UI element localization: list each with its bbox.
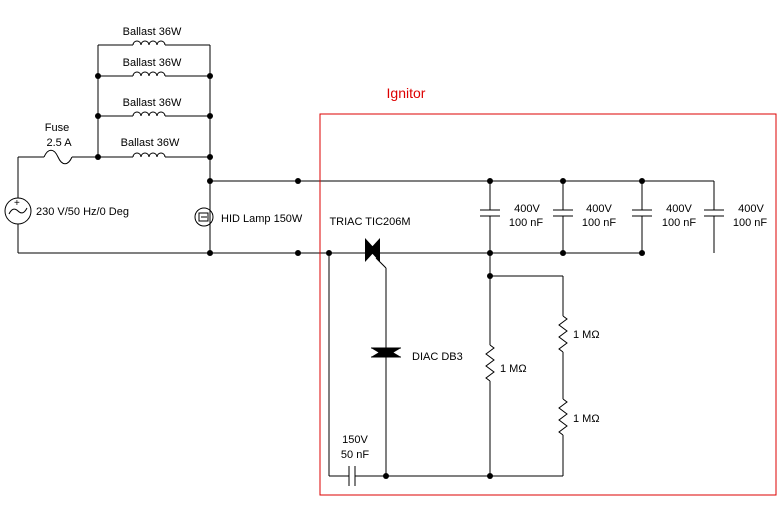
timing-capacitor-voltage: 150V: [342, 434, 368, 446]
fuse-rating: 2.5 A: [46, 137, 72, 149]
ballast-4-label: Ballast 36W: [121, 137, 180, 149]
inductor-icon: [132, 152, 166, 158]
timing-capacitor-value: 50 nF: [341, 449, 369, 461]
ballast-2-label: Ballast 36W: [123, 57, 182, 69]
lamp-icon: [194, 207, 214, 227]
capacitor-4-value: 100 nF: [733, 217, 768, 229]
capacitor-3-voltage: 400V: [666, 203, 692, 215]
fuse-label: Fuse: [45, 122, 69, 134]
capacitor-2-value: 100 nF: [582, 217, 617, 229]
ballast-4: Ballast 36W: [98, 137, 210, 158]
hid-lamp: HID Lamp 150W: [194, 207, 303, 227]
capacitor-3: 400V 100 nF: [632, 181, 696, 253]
diac-label: DIAC DB3: [412, 351, 463, 363]
resistor-1-label: 1 MΩ: [500, 363, 527, 375]
resistor-3-icon: [558, 398, 568, 436]
ac-source: + 230 V/50 Hz/0 Deg: [4, 157, 129, 253]
capacitor-1: 400V 100 nF: [480, 181, 543, 253]
ballast-2: Ballast 36W: [98, 57, 210, 77]
ignitor-border: [319, 113, 777, 496]
ignitor-box: Ignitor: [319, 85, 777, 496]
resistor-2-icon: [558, 315, 568, 353]
triac-label: TRIAC TIC206M: [329, 216, 410, 228]
resistor-3-label: 1 MΩ: [573, 413, 600, 425]
ignitor-title: Ignitor: [387, 85, 426, 101]
source-label: 230 V/50 Hz/0 Deg: [36, 206, 129, 218]
triac: TRIAC TIC206M: [329, 216, 411, 269]
ballast-3-label: Ballast 36W: [123, 97, 182, 109]
diac: DIAC DB3: [371, 268, 463, 476]
timing-capacitor: 150V 50 nF: [328, 253, 563, 486]
fuse: Fuse 2.5 A: [18, 122, 98, 165]
capacitor-2: 400V 100 nF: [553, 181, 616, 253]
fuse-icon: [43, 149, 73, 165]
capacitor-1-value: 100 nF: [509, 217, 544, 229]
ballast-bank: Ballast 36W Ballast 36W Ballast 36W Ball…: [95, 26, 213, 253]
capacitor-bank: 400V 100 nF 400V 100 nF 400V 100 nF 400V…: [207, 178, 767, 256]
capacitor-4: 400V 100 nF: [704, 181, 767, 253]
inductor-icon: [132, 71, 166, 77]
capacitor-3-value: 100 nF: [662, 217, 697, 229]
ballast-1: Ballast 36W: [98, 26, 210, 46]
resistor-2-label: 1 MΩ: [573, 329, 600, 341]
lamp-label: HID Lamp 150W: [221, 213, 303, 225]
ballast-1-label: Ballast 36W: [123, 26, 182, 38]
resistor-network: 1 MΩ 1 MΩ 1 MΩ: [383, 253, 600, 479]
capacitor-1-voltage: 400V: [514, 203, 540, 215]
inductor-icon: [132, 111, 166, 117]
capacitor-2-voltage: 400V: [586, 203, 612, 215]
inductor-icon: [132, 40, 166, 46]
resistor-1-icon: [485, 344, 495, 382]
ballast-3: Ballast 36W: [98, 97, 210, 117]
capacitor-4-voltage: 400V: [738, 203, 764, 215]
sine-icon: [8, 207, 28, 215]
plus-icon: +: [14, 198, 20, 209]
